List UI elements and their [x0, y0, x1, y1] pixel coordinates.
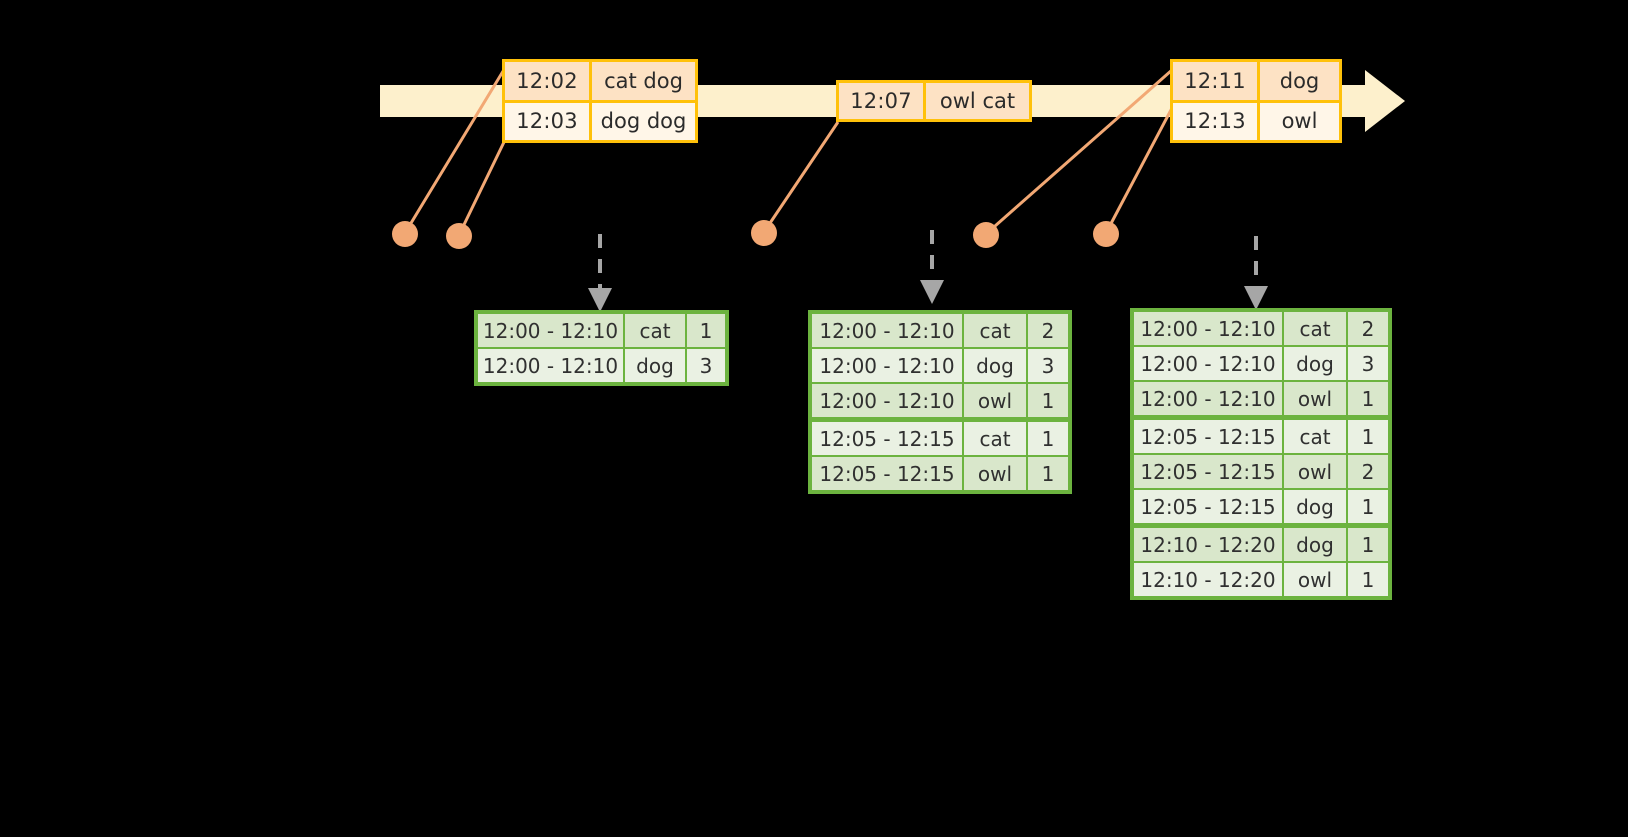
cell-word: dog [1284, 347, 1346, 380]
event-row: 12:02 cat dog [505, 62, 695, 100]
event-row: 12:07 owl cat [839, 83, 1029, 119]
cell-count: 1 [1028, 457, 1068, 490]
cell-count: 1 [1348, 382, 1388, 415]
event-words: cat dog [592, 62, 695, 100]
cell-word: owl [1284, 563, 1346, 596]
cell-word: dog [1284, 490, 1346, 523]
cell-word: dog [1284, 528, 1346, 561]
cell-window: 12:00 - 12:10 [1134, 312, 1282, 345]
event-words: dog dog [592, 102, 695, 140]
event-words: owl cat [926, 83, 1029, 119]
cell-window: 12:00 - 12:10 [812, 384, 962, 417]
event-marker-dot[interactable] [392, 221, 418, 247]
cell-word: owl [1284, 455, 1346, 488]
cell-word: cat [964, 422, 1026, 455]
event-marker-dot[interactable] [1093, 221, 1119, 247]
event-row: 12:11 dog [1173, 62, 1339, 100]
event-marker-dot[interactable] [973, 222, 999, 248]
cell-window: 12:00 - 12:10 [812, 314, 962, 347]
cell-word: owl [1284, 382, 1346, 415]
cell-window: 12:00 - 12:10 [812, 349, 962, 382]
cell-count: 2 [1348, 312, 1388, 345]
event-row: 12:13 owl [1173, 99, 1339, 140]
cell-window: 12:10 - 12:20 [1134, 528, 1282, 561]
cell-count: 3 [1348, 347, 1388, 380]
event-words: dog [1260, 62, 1339, 100]
cell-word: dog [964, 349, 1026, 382]
cell-count: 1 [1348, 563, 1388, 596]
cell-count: 3 [687, 349, 725, 382]
cell-window: 12:10 - 12:20 [1134, 563, 1282, 596]
cell-word: cat [1284, 312, 1346, 345]
cell-word: dog [625, 349, 685, 382]
event-words: owl [1260, 102, 1339, 140]
cell-word: cat [625, 314, 685, 347]
cell-count: 2 [1348, 455, 1388, 488]
event-time: 12:02 [505, 62, 592, 100]
cell-word: cat [964, 314, 1026, 347]
cell-count: 1 [1028, 384, 1068, 417]
cell-window: 12:05 - 12:15 [812, 457, 962, 490]
event-box-2[interactable]: 12:07 owl cat [836, 80, 1032, 122]
cell-window: 12:05 - 12:15 [812, 422, 962, 455]
event-row: 12:03 dog dog [505, 99, 695, 140]
cell-window: 12:00 - 12:10 [1134, 382, 1282, 415]
cell-word: owl [964, 457, 1026, 490]
cell-count: 1 [1348, 528, 1388, 561]
event-time: 12:07 [839, 83, 926, 119]
cell-window: 12:05 - 12:15 [1134, 420, 1282, 453]
cell-window: 12:00 - 12:10 [478, 349, 623, 382]
cell-window: 12:05 - 12:15 [1134, 455, 1282, 488]
cell-word: cat [1284, 420, 1346, 453]
event-box-3[interactable]: 12:11 dog 12:13 owl [1170, 59, 1342, 143]
cell-count: 1 [1028, 422, 1068, 455]
cell-window: 12:00 - 12:10 [1134, 347, 1282, 380]
event-time: 12:03 [505, 102, 592, 140]
event-marker-dot[interactable] [751, 220, 777, 246]
cell-count: 1 [1348, 420, 1388, 453]
event-box-1[interactable]: 12:02 cat dog 12:03 dog dog [502, 59, 698, 143]
cell-window: 12:05 - 12:15 [1134, 490, 1282, 523]
cell-count: 3 [1028, 349, 1068, 382]
cell-count: 1 [1348, 490, 1388, 523]
event-time: 12:13 [1173, 102, 1260, 140]
cell-word: owl [964, 384, 1026, 417]
cell-window: 12:00 - 12:10 [478, 314, 623, 347]
cell-count: 1 [687, 314, 725, 347]
event-marker-dot[interactable] [446, 223, 472, 249]
event-time: 12:11 [1173, 62, 1260, 100]
cell-count: 2 [1028, 314, 1068, 347]
